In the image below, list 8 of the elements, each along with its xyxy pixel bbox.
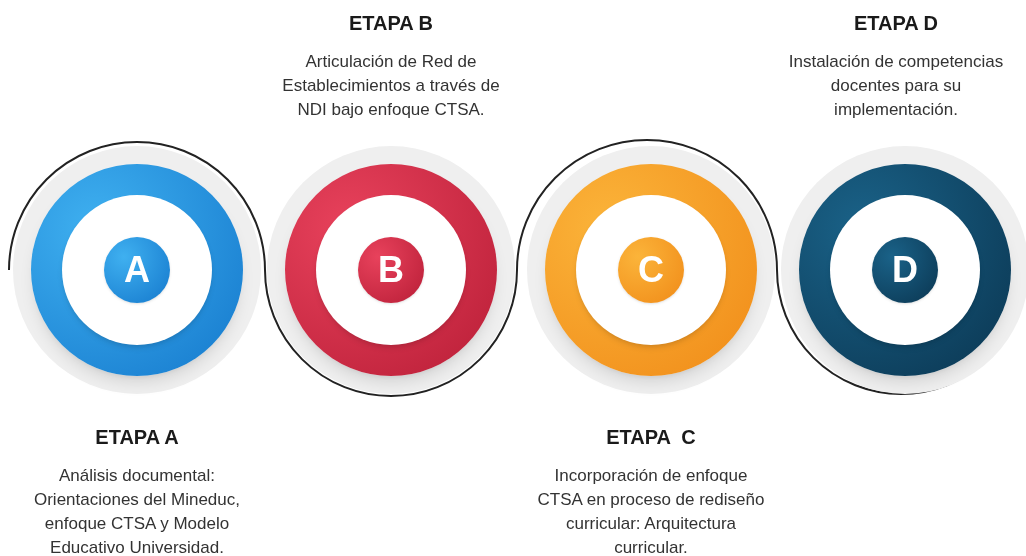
stage-title: ETAPA A	[95, 425, 179, 450]
stage-description: Articulación de Red de Establecimientos a través de NDI bajo enfoque CTSA.	[281, 51, 501, 121]
stage-description: Análisis documental: Orientaciones del Mineduc, enfoque CTSA y Modelo Educativo Universidad.	[33, 465, 241, 556]
stage-description: Instalación de competencias docentes para su implementación.	[787, 51, 1005, 121]
stage-title: ETAPA D	[853, 11, 939, 36]
stage-title: ETAPA B	[348, 11, 434, 36]
stage-title: ETAPA C	[606, 425, 696, 450]
stage-description: Incorporación de enfoque CTSA en proceso de rediseño curricular: Arquitectura curricular.	[536, 465, 766, 556]
